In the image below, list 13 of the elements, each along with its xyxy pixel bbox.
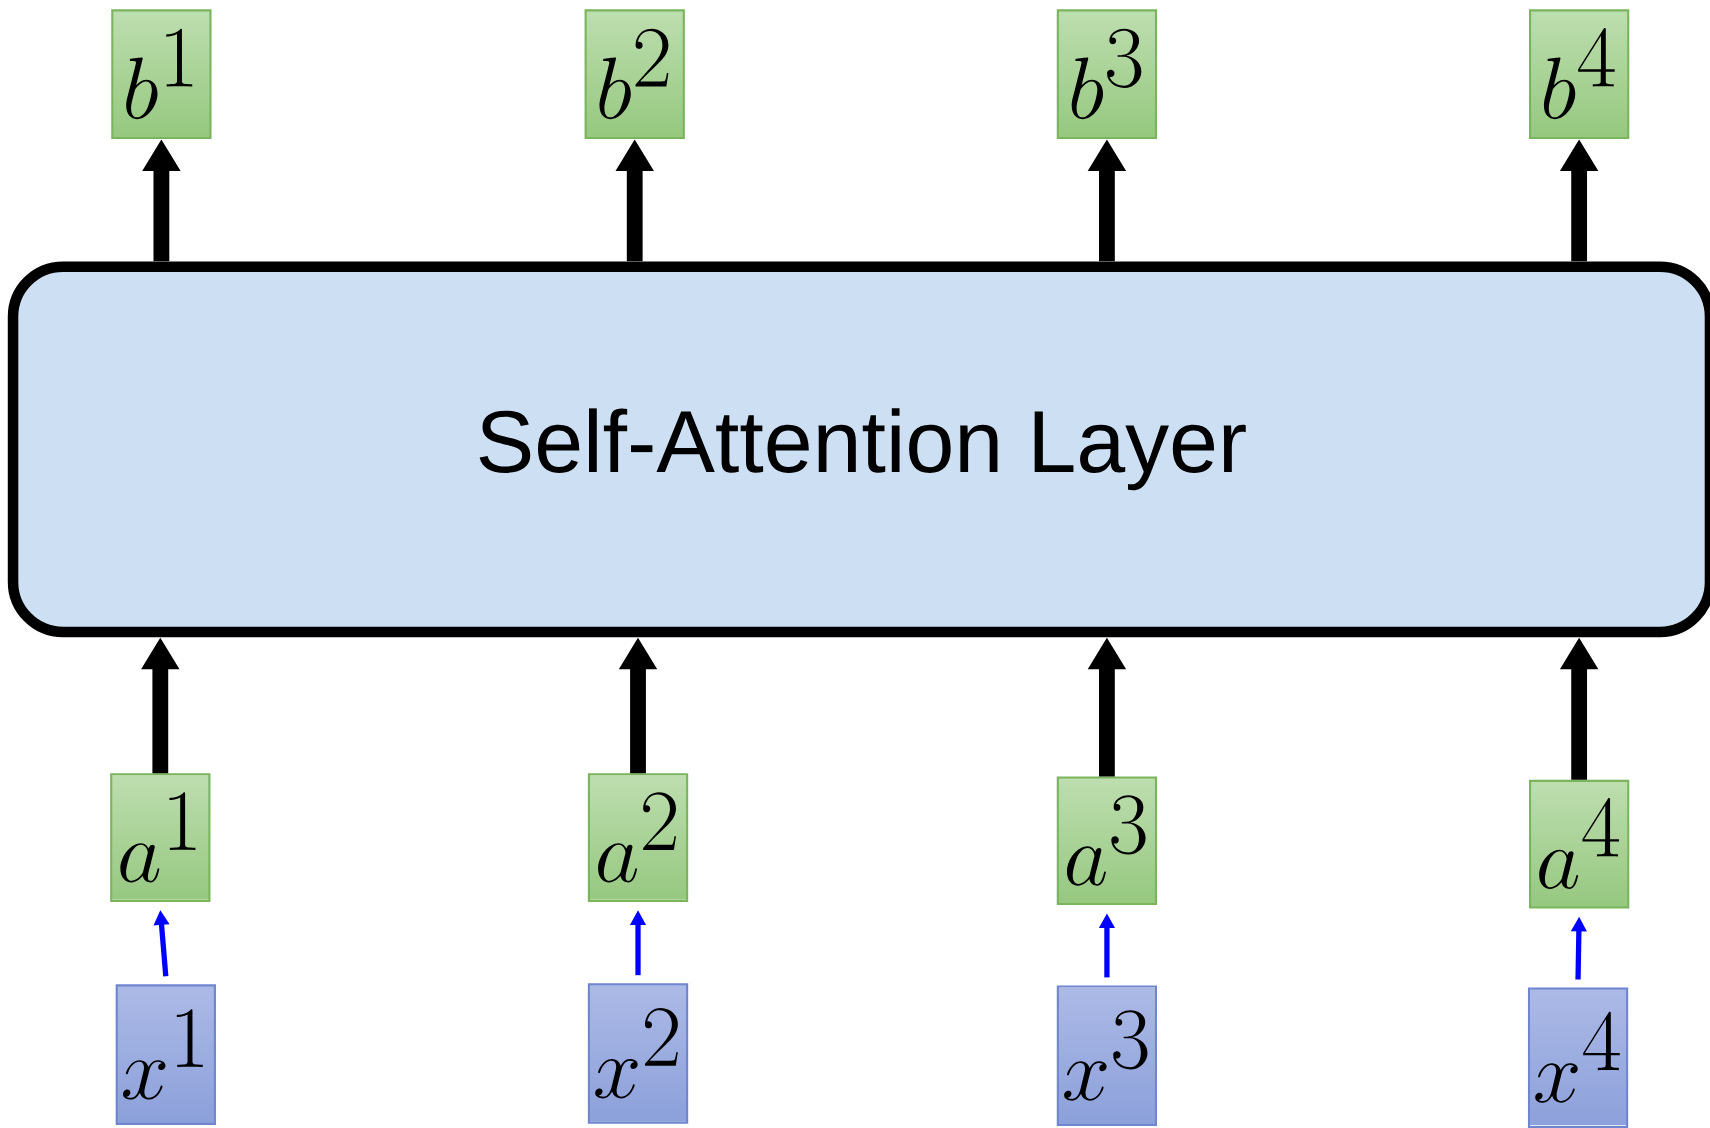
input-box: $x^{1}$ xyxy=(115,984,216,1125)
layer-box: Self-Attention Layer xyxy=(7,261,1710,638)
vector-box: $b^{3}$ xyxy=(1056,9,1158,140)
vector-box: $a^{2}$ xyxy=(587,773,689,902)
input-box: $x^{4}$ xyxy=(1527,987,1629,1128)
input-box: $x^{3}$ xyxy=(1056,985,1158,1127)
vector-box: $b^{4}$ xyxy=(1528,9,1630,140)
vector-box: $b^{1}$ xyxy=(111,9,212,140)
input-box: $x^{2}$ xyxy=(587,983,689,1124)
vector-box: $b^{2}$ xyxy=(584,9,685,140)
vector-box: $a^{4}$ xyxy=(1528,779,1630,909)
vector-box: $a^{3}$ xyxy=(1056,776,1158,906)
vector-box: $a^{1}$ xyxy=(110,773,211,902)
